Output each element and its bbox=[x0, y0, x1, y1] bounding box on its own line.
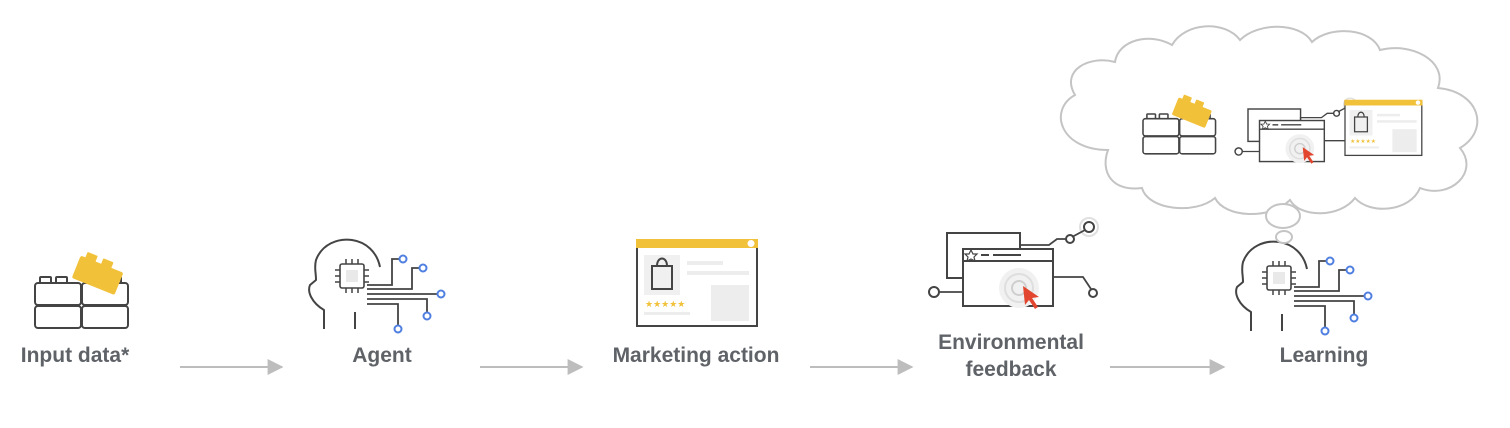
step-label-environmental-feedback: Environmental feedback bbox=[911, 329, 1111, 383]
ai-head-icon bbox=[1235, 240, 1373, 336]
step-label-line: feedback bbox=[965, 358, 1057, 381]
ai-head-icon bbox=[308, 238, 446, 334]
step-label-agent: Agent bbox=[352, 344, 412, 367]
brick-blocks-icon bbox=[34, 249, 129, 329]
step-label-learning: Learning bbox=[1279, 344, 1369, 367]
step-label-line: Environmental bbox=[938, 331, 1084, 354]
browser-click-icon bbox=[928, 217, 1099, 310]
product-card-icon bbox=[1343, 99, 1424, 157]
step-label-marketing-action: Marketing action bbox=[612, 344, 780, 367]
product-card-icon bbox=[635, 238, 759, 327]
step-label-input-data: Input data* bbox=[20, 344, 130, 367]
